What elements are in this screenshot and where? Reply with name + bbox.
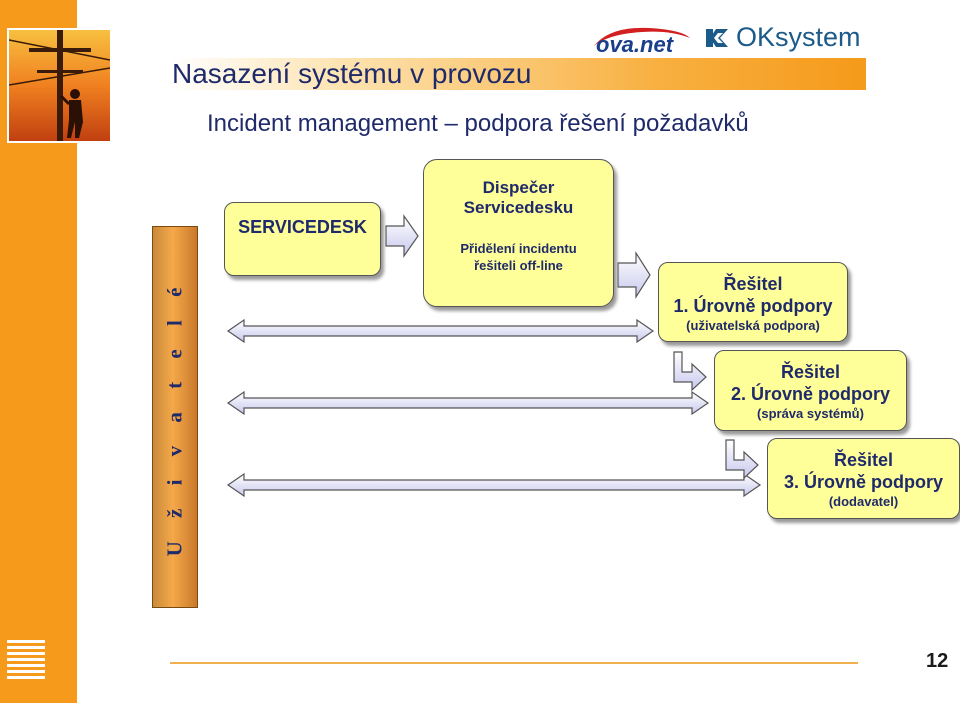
ovanet-logo: ova.net xyxy=(590,24,694,58)
level2-level: 2. Úrovně podpory xyxy=(730,384,891,404)
bent-arrow-level1-to-level2 xyxy=(673,351,707,392)
oksystem-logo: OKsystem xyxy=(706,22,861,53)
oksystem-mark-icon xyxy=(706,28,728,47)
arrow-dispatcher-to-level1 xyxy=(617,250,651,300)
level2-desc: (správa systémů) xyxy=(757,406,864,421)
double-arrow-level2 xyxy=(226,390,710,416)
bent-arrow-level2-to-level3 xyxy=(725,439,759,480)
header-photo xyxy=(7,28,112,143)
page-title: Nasazení systému v provozu xyxy=(172,58,532,89)
footer-rule xyxy=(170,662,858,664)
oksystem-logo-text: OKsystem xyxy=(736,22,861,52)
level3-desc: (dodavatel) xyxy=(828,494,899,509)
level3-title: Řešitel xyxy=(833,450,894,470)
level1-desc: (uživatelská podpora) xyxy=(686,318,820,333)
dispatcher-title-line2: Servicedesku xyxy=(463,198,574,217)
title-band xyxy=(170,58,866,90)
users-bar xyxy=(152,226,198,608)
arrow-sd-to-dispatcher xyxy=(385,214,419,258)
page-number: 12 xyxy=(926,650,949,672)
servicedesk-label: SERVICEDESK xyxy=(238,217,367,237)
level2-box: Řešitel 2. Úrovně podpory (správa systém… xyxy=(714,350,907,431)
dispatcher-title-line1: Dispečer xyxy=(482,178,555,197)
level3-box: Řešitel 3. Úrovně podpory (dodavatel) xyxy=(767,438,960,519)
level1-title: Řešitel xyxy=(723,274,783,294)
level1-box: Řešitel 1. Úrovně podpory (uživatelská p… xyxy=(658,262,848,342)
double-arrow-level1 xyxy=(226,318,655,344)
page-subtitle: Incident management – podpora řešení pož… xyxy=(207,110,749,137)
double-arrow-level3 xyxy=(226,472,762,498)
servicedesk-box: SERVICEDESK xyxy=(224,202,381,276)
level3-level: 3. Úrovně podpory xyxy=(783,472,944,492)
ovanet-logo-text: ova.net xyxy=(596,32,675,57)
level2-title: Řešitel xyxy=(780,362,841,382)
dispatcher-sub-line2: řešiteli off-line xyxy=(474,258,563,273)
dispatcher-box: Dispečer Servicedesku Přidělení incident… xyxy=(423,159,614,307)
stripes-icon xyxy=(7,640,45,680)
level1-level: 1. Úrovně podpory xyxy=(673,296,833,316)
dispatcher-sub-line1: Přidělení incidentu xyxy=(460,241,577,256)
